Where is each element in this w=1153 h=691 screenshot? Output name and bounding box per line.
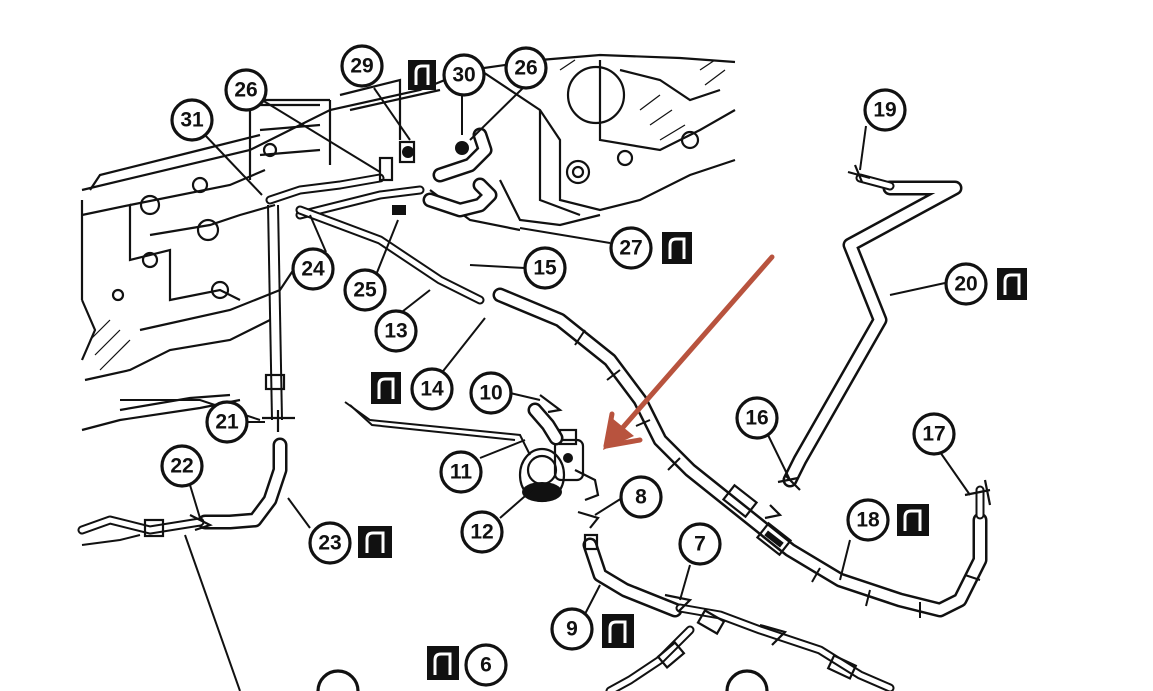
torque-icons bbox=[358, 60, 1027, 680]
callout-22: 22 bbox=[160, 444, 204, 488]
callout-25: 25 bbox=[343, 268, 387, 312]
upper-hose-cluster bbox=[265, 88, 498, 220]
svg-text:22: 22 bbox=[170, 455, 193, 478]
torque-icon bbox=[358, 526, 392, 558]
callout-9: 9 bbox=[550, 607, 594, 651]
callout-26-left: 26 bbox=[224, 68, 268, 112]
svg-text:6: 6 bbox=[480, 654, 492, 677]
callout-24: 24 bbox=[291, 247, 335, 291]
svg-text:13: 13 bbox=[384, 320, 407, 343]
callout-23: 23 bbox=[308, 521, 352, 565]
torque-icon bbox=[371, 372, 401, 404]
callout-14: 14 bbox=[410, 367, 454, 411]
svg-text:8: 8 bbox=[635, 486, 647, 509]
hose-20 bbox=[764, 164, 963, 520]
callout-10: 10 bbox=[469, 371, 513, 415]
callouts: 29 30 26 26 31 19 27 24 25 15 13 20 14 1… bbox=[160, 44, 988, 691]
torque-icon bbox=[427, 646, 459, 680]
leader-lines bbox=[189, 85, 971, 615]
svg-text:31: 31 bbox=[180, 109, 204, 132]
callout-15: 15 bbox=[523, 246, 567, 290]
svg-text:7: 7 bbox=[694, 533, 706, 556]
svg-text:24: 24 bbox=[301, 258, 325, 281]
svg-text:18: 18 bbox=[856, 509, 880, 532]
callout-26-top: 26 bbox=[504, 46, 548, 90]
callout-30: 30 bbox=[442, 53, 486, 97]
callout-19: 19 bbox=[863, 88, 907, 132]
callout-31: 31 bbox=[170, 98, 214, 142]
svg-text:14: 14 bbox=[420, 378, 444, 401]
callout-6: 6 bbox=[464, 643, 508, 687]
main-fuel-hose bbox=[295, 205, 992, 618]
callout-8: 8 bbox=[619, 475, 663, 519]
callout-18: 18 bbox=[846, 498, 890, 542]
svg-text:17: 17 bbox=[922, 423, 945, 446]
callout-20: 20 bbox=[944, 262, 988, 306]
svg-text:29: 29 bbox=[350, 55, 373, 78]
callout-17: 17 bbox=[912, 412, 956, 456]
callout-7: 7 bbox=[678, 522, 722, 566]
svg-text:12: 12 bbox=[470, 521, 493, 544]
svg-text:11: 11 bbox=[450, 461, 473, 484]
callout-12: 12 bbox=[460, 510, 504, 554]
callout-16: 16 bbox=[735, 396, 779, 440]
svg-text:30: 30 bbox=[452, 64, 475, 87]
svg-text:20: 20 bbox=[954, 273, 977, 296]
annotation-arrow bbox=[603, 254, 775, 450]
callout-partial bbox=[725, 669, 769, 691]
svg-text:21: 21 bbox=[215, 411, 239, 434]
svg-text:27: 27 bbox=[619, 237, 642, 260]
torque-icon bbox=[897, 504, 929, 536]
svg-text:19: 19 bbox=[873, 99, 896, 122]
callout-partial bbox=[316, 669, 360, 691]
fuel-filter-assembly bbox=[344, 394, 895, 691]
torque-icon bbox=[408, 60, 436, 90]
callout-13: 13 bbox=[374, 309, 418, 353]
svg-text:16: 16 bbox=[745, 407, 768, 430]
svg-text:23: 23 bbox=[318, 532, 341, 555]
torque-icon bbox=[602, 614, 634, 648]
svg-text:9: 9 bbox=[566, 618, 578, 641]
callout-11: 11 bbox=[439, 450, 483, 494]
svg-text:10: 10 bbox=[479, 382, 502, 405]
torque-icon bbox=[997, 268, 1027, 300]
svg-text:25: 25 bbox=[353, 279, 377, 302]
svg-text:26: 26 bbox=[234, 79, 257, 102]
svg-text:15: 15 bbox=[533, 257, 557, 280]
torque-icon bbox=[662, 232, 692, 264]
callout-27: 27 bbox=[609, 226, 653, 270]
callout-29: 29 bbox=[340, 44, 384, 88]
svg-text:26: 26 bbox=[514, 57, 537, 80]
callout-21: 21 bbox=[205, 400, 249, 444]
hose-21-23 bbox=[77, 204, 295, 691]
